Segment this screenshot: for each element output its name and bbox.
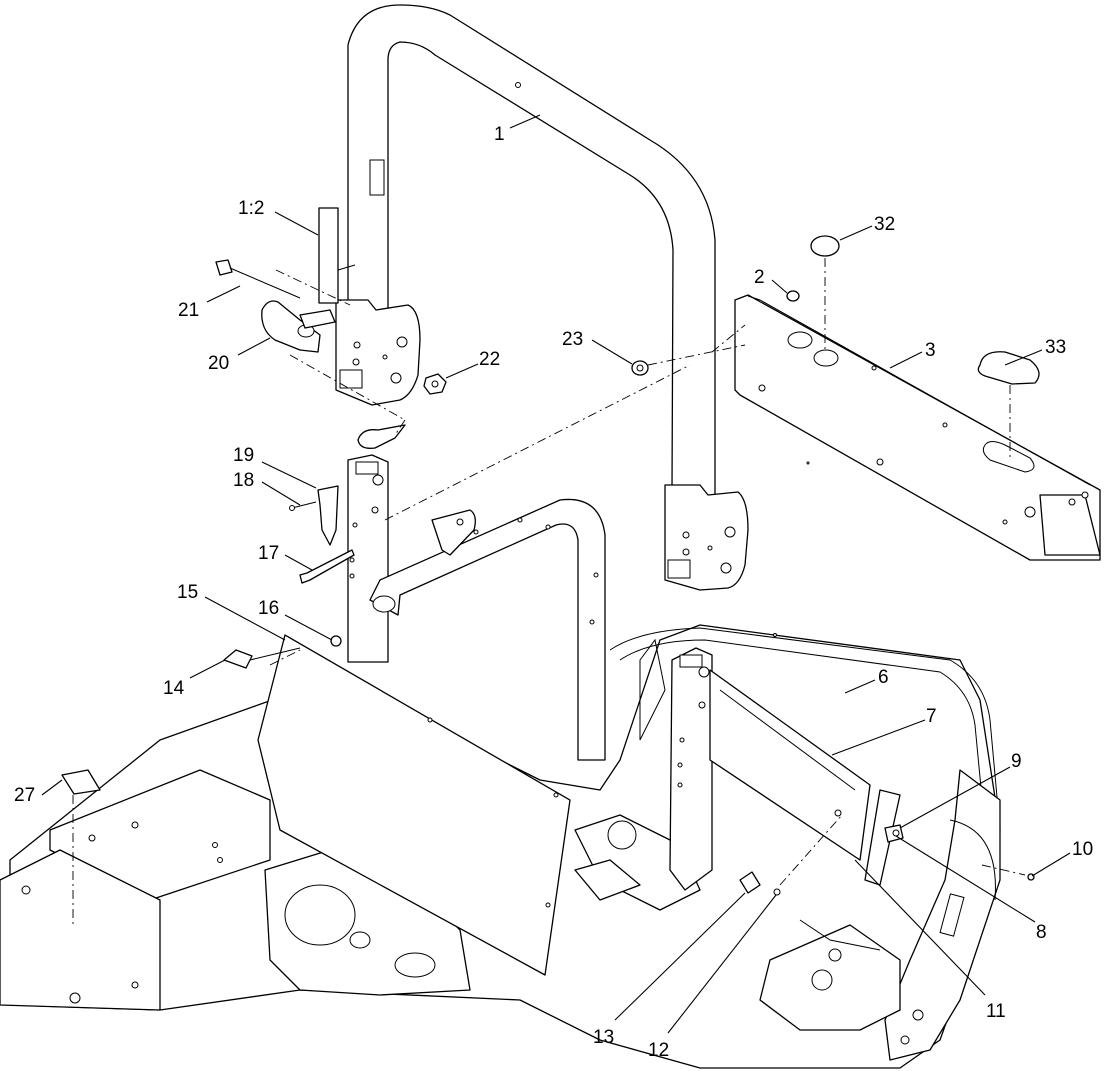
bolt-21 xyxy=(215,259,233,276)
callout-20: 20 xyxy=(208,353,229,374)
seat-cushion-frame xyxy=(639,638,901,886)
callout-16: 16 xyxy=(258,598,279,619)
callout-12: 12 xyxy=(648,1040,669,1061)
knob-13 xyxy=(739,871,761,894)
washer-12 xyxy=(773,888,781,896)
left-upright-post xyxy=(347,454,389,663)
leader-lines xyxy=(41,114,1071,1034)
callout-9: 9 xyxy=(1011,751,1022,772)
callout-11: 11 xyxy=(986,1001,1006,1022)
hardware xyxy=(61,259,1035,896)
callout-10: 10 xyxy=(1072,839,1093,860)
callout-27: 27 xyxy=(14,785,35,806)
callout-1: 1 xyxy=(494,124,505,145)
callout-22: 22 xyxy=(479,349,500,370)
callout-32: 32 xyxy=(874,214,895,235)
callout-14: 14 xyxy=(163,678,185,699)
key-14 xyxy=(223,649,253,669)
nut-16 xyxy=(330,635,342,647)
roll-bar xyxy=(335,4,749,591)
bolt-17 xyxy=(299,549,355,584)
decal-27 xyxy=(61,769,101,795)
callout-23: 23 xyxy=(562,329,583,350)
lynch-pin-20 xyxy=(261,300,321,353)
callout-13: 13 xyxy=(593,1027,614,1048)
callout-19: 19 xyxy=(233,445,254,466)
callout-2: 2 xyxy=(754,267,765,288)
callout-18: 18 xyxy=(233,470,254,491)
cross-tube xyxy=(734,294,1101,561)
plate-19 xyxy=(317,485,339,546)
callout-labels: 1 1:2 2 3 6 7 8 9 10 11 12 13 14 15 16 1… xyxy=(14,124,1093,1061)
callout-6: 6 xyxy=(878,667,889,688)
bolt-18 xyxy=(291,501,317,509)
callout-3: 3 xyxy=(925,340,936,361)
decal-strip xyxy=(318,207,339,304)
right-upright-post xyxy=(669,647,713,891)
nut-2 xyxy=(786,290,800,302)
oval-plug xyxy=(977,351,1040,385)
seat-frame-u xyxy=(369,498,606,761)
callout-33: 33 xyxy=(1045,337,1066,358)
callout-1-2: 1:2 xyxy=(238,198,264,219)
seat-panel xyxy=(257,634,571,976)
assembly-dash-lines xyxy=(72,258,1026,925)
callout-17: 17 xyxy=(258,543,279,564)
callout-7: 7 xyxy=(926,706,937,727)
callout-15: 15 xyxy=(177,582,198,603)
callout-8: 8 xyxy=(1036,922,1047,943)
callout-21: 21 xyxy=(178,300,199,321)
decal-leader-tick xyxy=(337,264,356,271)
cap-plug xyxy=(810,235,840,257)
